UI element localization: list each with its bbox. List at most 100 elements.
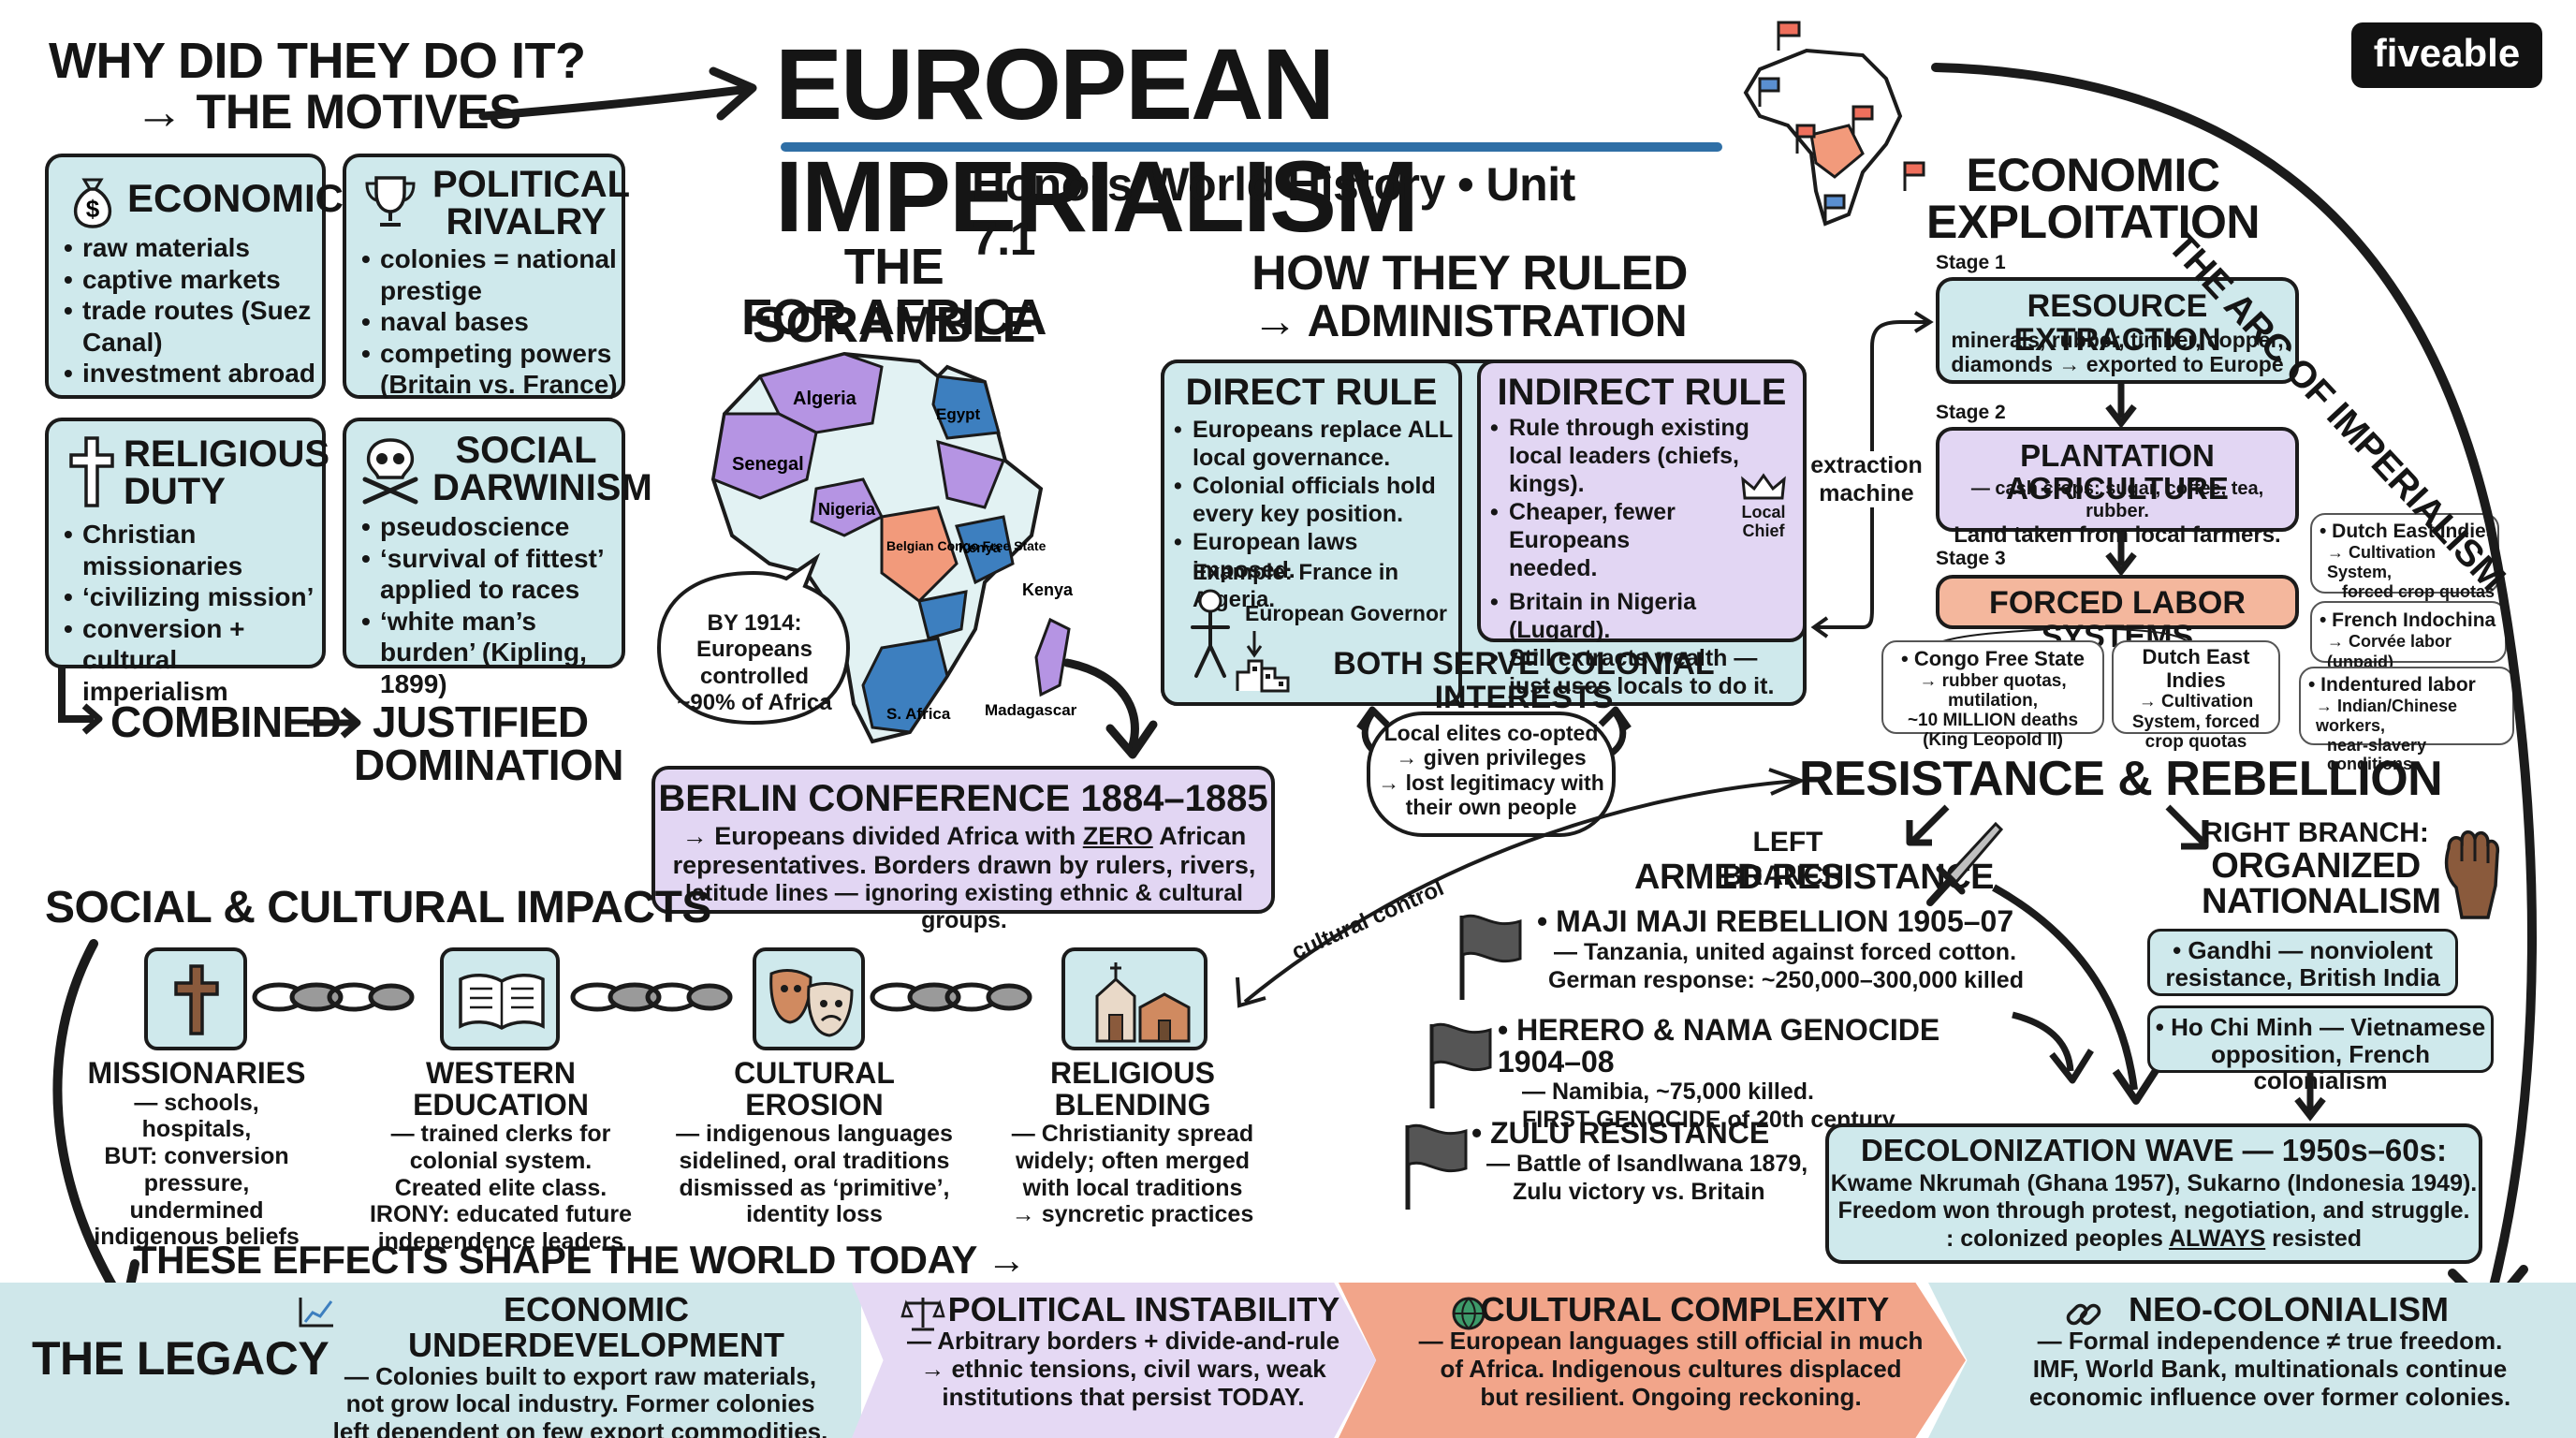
title-underline xyxy=(781,142,1722,152)
blending-line: — Christianity spread xyxy=(1011,1121,1254,1148)
elites-line: → given privileges xyxy=(1396,745,1587,770)
legacy-label: THE LEGACY xyxy=(32,1332,329,1385)
resistance-to-decol-arrows xyxy=(1992,884,2160,1105)
french-line: • French Indochina xyxy=(2320,609,2496,631)
motive-religious-list: Christian missionaries ‘civilizing missi… xyxy=(64,519,326,708)
crown-icon xyxy=(1741,473,1786,500)
shape-today-label: THESE EFFECTS SHAPE THE WORLD TODAY → xyxy=(133,1238,1026,1282)
missionaries-line: BUT: conversion xyxy=(104,1143,289,1170)
map-label-nigeria: Nigeria xyxy=(818,500,876,519)
map-label-algeria: Algeria xyxy=(793,389,857,409)
motive-political-card: POLITICAL RIVALRY colonies = national pr… xyxy=(343,154,630,401)
example-dutch1-card: Dutch East Indies → Cultivation System, … xyxy=(2112,640,2280,752)
french-text: • French Indochina → Corvée labor (unpai… xyxy=(2320,609,2505,672)
motive-religious-card: RELIGIOUS DUTY Christian missionaries ‘c… xyxy=(45,418,329,706)
missionaries-line: — schools, hospitals, xyxy=(134,1089,259,1143)
theater-masks-icon xyxy=(769,969,854,1037)
education-body: — trained clerks for colonial system. Cr… xyxy=(346,1121,655,1255)
indentured-line: near-slavery conditions xyxy=(2327,735,2427,774)
legacy-cult-body: — European languages still official in m… xyxy=(1385,1327,1956,1412)
combined-label: COMBINED xyxy=(110,697,342,746)
right-branch-label-1: RIGHT BRANCH: xyxy=(2203,817,2429,848)
education-line: Created elite class. xyxy=(394,1174,607,1201)
list-item: conversion + cultural imperialism xyxy=(64,613,326,708)
list-item: investment abroad xyxy=(64,358,318,389)
list-item: competing powers (Britain vs. France) xyxy=(361,338,622,401)
motive-social-card: SOCIAL DARWINISM pseudoscience ‘survival… xyxy=(343,418,652,698)
cross-icon xyxy=(174,964,219,1035)
stage-arrow-2 xyxy=(2105,532,2137,577)
legacy-econ-title: ECONOMIC UNDERDEVELOPMENT xyxy=(407,1290,785,1364)
sword-icon xyxy=(1926,821,2004,906)
congo-line: → rubber quotas, mutilation, xyxy=(1919,670,2067,711)
ho-card: • Ho Chi Minh — Vietnamese opposition, F… xyxy=(2147,1005,2494,1094)
legacy-econ-panel xyxy=(0,1283,861,1438)
bar-chart-icon xyxy=(299,1298,333,1328)
motive-political-title-2: RIVALRY xyxy=(446,201,607,242)
extraction-machine-label: extraction machine xyxy=(1808,451,1925,507)
french-line: → Corvée labor (unpaid) xyxy=(2327,632,2452,671)
blending-line: → syncretic practices xyxy=(1011,1201,1254,1228)
stage2-card: PLANTATION AGRICULTURE — cash crops: sug… xyxy=(1936,427,2299,548)
list-item: raw materials xyxy=(64,232,318,264)
maji-line-2: German response: ~250,000–300,000 killed xyxy=(1548,966,2024,993)
justified-label-2: DOMINATION xyxy=(354,741,624,789)
legacy-pol-panel xyxy=(852,1283,1376,1438)
missionaries-item: MISSIONARIES — schools, hospitals, BUT: … xyxy=(79,1056,315,1252)
skull-crossbones-icon xyxy=(362,438,418,505)
erosion-line: identity loss xyxy=(746,1201,883,1228)
missionaries-title: MISSIONARIES xyxy=(87,1056,306,1090)
right-branch-label-3: NATIONALISM xyxy=(2202,882,2441,921)
map-label-kenya-inner: Kenya xyxy=(959,540,1002,556)
speech-bubble xyxy=(656,552,851,726)
both-serve-text: BOTH SERVE COLONIAL INTERESTS xyxy=(1333,646,1715,715)
motive-political-list: colonies = national prestige naval bases… xyxy=(361,243,622,401)
berlin-conference-card: BERLIN CONFERENCE 1884–1885 → Europeans … xyxy=(651,766,1275,933)
missionaries-body: — schools, hospitals, BUT: conversion pr… xyxy=(79,1090,315,1252)
elites-text: Local elites co-opted → given privileges… xyxy=(1372,721,1610,820)
machine-line-2: machine xyxy=(1819,480,1914,506)
gandhi-line: • Gandhi — nonviolent xyxy=(2173,936,2433,964)
resistance-curve-arrow xyxy=(1236,768,1807,1008)
machine-line-1: extraction xyxy=(1810,452,1923,478)
education-icon-box xyxy=(440,947,560,1050)
berlin-line-1-post: African xyxy=(1152,822,1247,850)
blending-line: with local traditions xyxy=(1022,1174,1243,1201)
legacy-econ: ECONOMIC UNDERDEVELOPMENT — Colonies bui… xyxy=(309,1292,852,1438)
rule-heading-1: HOW THEY RULED xyxy=(1251,246,1688,301)
combined-arrow xyxy=(58,667,103,735)
missionaries-line: pressure, undermined xyxy=(129,1169,264,1224)
example-indentured-card: • Indentured labor → Indian/Chinese work… xyxy=(2299,667,2514,773)
list-item: Britain in Nigeria (Lugard). xyxy=(1490,588,1803,644)
legacy-econ-line: not grow local industry. Former colonies xyxy=(345,1389,815,1418)
ho-text: • Ho Chi Minh — Vietnamese opposition, F… xyxy=(2150,1014,2491,1094)
map-label-senegal: Senegal xyxy=(732,454,804,475)
resistance-heading: RESISTANCE & REBELLION xyxy=(1799,752,2443,806)
decol-line-3-post: resisted xyxy=(2265,1225,2363,1252)
legacy-pol-title: POLITICAL INSTABILITY xyxy=(947,1290,1340,1328)
congo-line: (King Leopold II) xyxy=(1923,730,2063,751)
legacy-econ-line: left dependent on few export commodities… xyxy=(332,1417,828,1438)
gandhi-text: • Gandhi — nonviolent resistance, Britis… xyxy=(2150,937,2455,990)
indirect-rule-title: INDIRECT RULE xyxy=(1497,372,1787,413)
list-item: captive markets xyxy=(64,264,318,296)
scramble-title-1: THE SCRAMBLE xyxy=(753,239,1036,353)
motive-social-list: pseudoscience ‘survival of fittest’ appl… xyxy=(361,511,627,700)
title-arrow xyxy=(478,66,757,121)
stage1-line: minerals, rubber, timber, copper, xyxy=(1951,328,2284,352)
example-french-card: • French Indochina → Corvée labor (unpai… xyxy=(2310,601,2507,671)
stage2-line: Land taken from local farmers. xyxy=(1954,522,2281,548)
decolonization-card: DECOLONIZATION WAVE — 1950s–60s: Kwame N… xyxy=(1825,1123,2482,1264)
dutch2-line: forced crop quotas xyxy=(2342,581,2496,601)
down-arrow-icon xyxy=(1246,631,1263,658)
education-line: — trained clerks for xyxy=(390,1121,611,1148)
herero-line-1: — Namibia, ~75,000 killed. xyxy=(1522,1078,1814,1106)
dutch2-text: • Dutch East Indies → Cultivation System… xyxy=(2320,521,2497,601)
indentured-line: → Indian/Chinese workers, xyxy=(2316,697,2458,735)
missionaries-line: indigenous beliefs xyxy=(94,1224,300,1251)
governor-figure-icon xyxy=(1191,589,1230,678)
exploitation-heading-1: ECONOMIC xyxy=(1966,149,2221,201)
berlin-body: → Europeans divided Africa with ZERO Afr… xyxy=(661,822,1267,934)
decol-line-1: Kwame Nkrumah (Ghana 1957), Sukarno (Ind… xyxy=(1830,1170,2478,1196)
list-item: pseudoscience xyxy=(361,511,627,543)
